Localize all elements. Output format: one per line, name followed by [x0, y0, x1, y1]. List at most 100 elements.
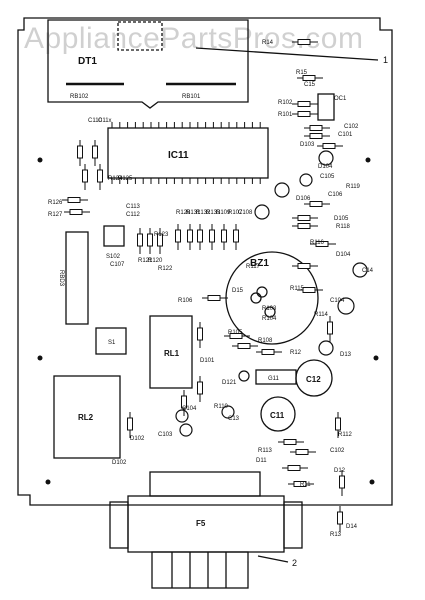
small-part-12 — [256, 286, 268, 298]
part-label: R109 — [216, 210, 231, 216]
part-label: R11 — [300, 482, 311, 488]
resistor-9 — [64, 209, 90, 215]
bz1-inner-2 — [264, 306, 276, 318]
transformer-bottom — [151, 551, 249, 589]
oc1-part — [317, 93, 335, 121]
label-g11: G11 — [268, 376, 280, 382]
transformer-left-tab — [109, 501, 129, 549]
dt1-block — [47, 19, 249, 109]
resistor-41 — [337, 506, 343, 532]
resistor-32 — [197, 376, 203, 402]
rl1-relay — [149, 315, 193, 389]
part-label: R120 — [148, 258, 163, 264]
part-label: D101 — [200, 358, 215, 364]
c11-capacitor — [260, 396, 296, 432]
dt1-dashed-box — [117, 21, 163, 51]
resistor-42 — [327, 316, 333, 342]
part-label: R113 — [258, 448, 273, 454]
part-label: D102 — [130, 436, 145, 442]
label-dt1: DT1 — [78, 56, 97, 67]
resistor-24 — [310, 241, 336, 247]
label-ic11: IC11 — [168, 150, 189, 161]
resistor-31 — [197, 322, 203, 348]
part-label: C102 — [330, 448, 345, 454]
resistor-18 — [187, 224, 193, 250]
resistor-43 — [292, 215, 318, 221]
small-part-9 — [179, 423, 193, 437]
part-label: R12 — [290, 350, 302, 356]
small-part-7 — [221, 405, 235, 419]
resistor-36 — [290, 449, 316, 455]
connector-strip — [65, 231, 89, 325]
part-label: D104 — [336, 252, 351, 258]
part-label: D105 — [334, 216, 349, 222]
small-part-10 — [318, 340, 334, 356]
part-label: C107 — [110, 262, 125, 268]
part-label: D102 — [112, 460, 127, 466]
transformer-top-plate — [149, 471, 261, 497]
small-part-4 — [254, 204, 270, 220]
resistor-15 — [147, 228, 153, 254]
resistor-22 — [233, 224, 239, 250]
part-label: R114 — [314, 312, 329, 318]
part-label: C103 — [158, 432, 173, 438]
ic11-chip — [107, 127, 269, 179]
part-label: R102 — [278, 100, 293, 106]
resistor-33 — [181, 390, 187, 416]
part-label: R115 — [290, 286, 305, 292]
part-label: D106 — [296, 196, 311, 202]
resistor-44 — [304, 201, 330, 207]
part-label: R105 — [228, 330, 243, 336]
callout-1-leader — [195, 47, 379, 61]
label-c11: C11 — [270, 411, 285, 420]
resistor-25 — [292, 263, 318, 269]
part-label: C105 — [320, 174, 335, 180]
resistor-13 — [97, 164, 103, 190]
part-label: C113 — [126, 204, 141, 210]
callout-2: 2 — [292, 558, 297, 568]
small-part-11 — [238, 370, 250, 382]
resistor-4 — [292, 111, 318, 117]
part-label: R14 — [262, 40, 274, 46]
resistor-6 — [304, 133, 330, 139]
part-label: C14 — [362, 268, 374, 274]
bz1-inner-1 — [250, 292, 262, 304]
part-label: C101 — [338, 132, 353, 138]
resistor-7 — [317, 143, 343, 149]
label-c13: C13 — [228, 416, 240, 422]
part-label: R15 — [296, 70, 308, 76]
resistor-21 — [221, 224, 227, 250]
part-label: S102 — [106, 254, 121, 260]
part-label: C102 — [344, 124, 359, 130]
resistor-20 — [209, 224, 215, 250]
resistor-28 — [224, 333, 250, 339]
resistor-37 — [282, 465, 308, 471]
board-outline — [17, 17, 393, 506]
part-label: R110 — [214, 404, 229, 410]
small-part-8 — [175, 409, 189, 423]
part-label: R106 — [178, 298, 193, 304]
resistor-16 — [157, 228, 163, 254]
part-label: D103 — [300, 142, 315, 148]
resistor-26 — [297, 287, 323, 293]
part-label: R132 — [196, 210, 211, 216]
part-label: D121 — [222, 380, 237, 386]
part-label: R101 — [278, 112, 293, 118]
small-part-3 — [274, 182, 290, 198]
part-label: C104 — [330, 298, 345, 304]
part-label: C110 — [88, 118, 103, 124]
transformer-right-tab — [283, 501, 303, 549]
resistor-5 — [304, 125, 330, 131]
resistor-29 — [232, 343, 258, 349]
mount-hole-6 — [369, 479, 375, 485]
s102-part — [103, 225, 125, 247]
part-label: R13 — [330, 532, 342, 538]
part-label: C112 — [126, 212, 141, 218]
part-label: D15 — [232, 288, 244, 294]
part-label: R107 — [228, 210, 243, 216]
resistor-17 — [175, 224, 181, 250]
part-label: R116 — [310, 240, 325, 246]
mount-hole-3 — [37, 355, 43, 361]
